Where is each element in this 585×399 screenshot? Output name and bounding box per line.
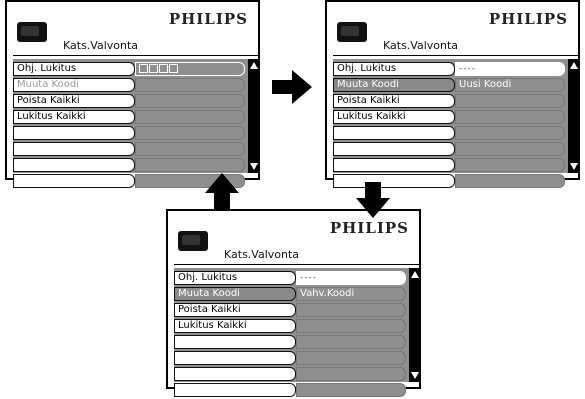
value-row bbox=[455, 174, 565, 188]
menu-item-empty bbox=[174, 367, 296, 381]
menu-item-empty bbox=[13, 158, 135, 172]
value-row bbox=[296, 319, 406, 333]
scrollbar[interactable] bbox=[568, 59, 580, 173]
menu-list: Ohj. Lukitus Muuta Koodi Poista Kaikki L… bbox=[13, 62, 135, 190]
tv-icon bbox=[17, 22, 47, 42]
menu-item-empty bbox=[333, 158, 455, 172]
value-row bbox=[455, 158, 565, 172]
menu-item-poista-kaikki[interactable]: Poista Kaikki bbox=[333, 94, 455, 108]
menu-item-muuta-koodi[interactable]: Muuta Koodi bbox=[333, 78, 455, 92]
brand-logo: PHILIPS bbox=[329, 219, 409, 237]
header-divider bbox=[13, 55, 258, 56]
menu-title: Kats.Valvonta bbox=[383, 39, 459, 52]
value-row bbox=[135, 158, 245, 172]
menu-item-ohj-lukitus[interactable]: Ohj. Lukitus bbox=[174, 271, 296, 285]
menu-list: Ohj. Lukitus Muuta Koodi Poista Kaikki L… bbox=[174, 271, 296, 399]
brand-logo: PHILIPS bbox=[168, 10, 248, 28]
code-entry-field[interactable]: ---- bbox=[296, 271, 406, 285]
menu-item-empty bbox=[333, 142, 455, 156]
tv-icon bbox=[178, 231, 208, 251]
screen-b: PHILIPS Kats.Valvonta Ohj. Lukitus Muuta… bbox=[325, 0, 580, 188]
value-row bbox=[296, 367, 406, 381]
value-list bbox=[135, 62, 245, 190]
menu-item-poista-kaikki[interactable]: Poista Kaikki bbox=[174, 303, 296, 317]
value-row bbox=[135, 94, 245, 108]
menu-item-muuta-koodi[interactable]: Muuta Koodi bbox=[13, 78, 135, 92]
tv-icon bbox=[337, 22, 367, 42]
value-row bbox=[455, 126, 565, 140]
value-row bbox=[455, 94, 565, 108]
brand-logo: PHILIPS bbox=[488, 10, 568, 28]
value-row bbox=[296, 303, 406, 317]
menu-item-ohj-lukitus[interactable]: Ohj. Lukitus bbox=[13, 62, 135, 76]
menu-item-ohj-lukitus[interactable]: Ohj. Lukitus bbox=[333, 62, 455, 76]
menu-item-muuta-koodi[interactable]: Muuta Koodi bbox=[174, 287, 296, 301]
menu-item-empty bbox=[333, 126, 455, 140]
menu-list: Ohj. Lukitus Muuta Koodi Poista Kaikki L… bbox=[333, 62, 455, 190]
value-row bbox=[135, 126, 245, 140]
scroll-down-icon[interactable] bbox=[411, 372, 419, 379]
scrollbar[interactable] bbox=[409, 268, 421, 382]
menu-item-lukitus-kaikki[interactable]: Lukitus Kaikki bbox=[174, 319, 296, 333]
menu-item-lukitus-kaikki[interactable]: Lukitus Kaikki bbox=[333, 110, 455, 124]
scroll-down-icon[interactable] bbox=[570, 163, 578, 170]
code-entry-field[interactable]: ---- bbox=[455, 62, 565, 76]
scrollbar[interactable] bbox=[248, 59, 260, 173]
value-row bbox=[135, 142, 245, 156]
value-row bbox=[296, 335, 406, 349]
value-row bbox=[135, 78, 245, 92]
menu-item-empty bbox=[333, 174, 455, 188]
menu-item-empty bbox=[174, 351, 296, 365]
value-row bbox=[296, 383, 406, 397]
header-divider bbox=[174, 264, 419, 265]
screen-c: PHILIPS Kats.Valvonta Ohj. Lukitus Muuta… bbox=[166, 209, 421, 397]
header-divider bbox=[333, 55, 578, 56]
code-entry-field[interactable] bbox=[135, 62, 245, 76]
scroll-up-icon[interactable] bbox=[250, 62, 258, 69]
menu-item-empty bbox=[174, 335, 296, 349]
menu-item-lukitus-kaikki[interactable]: Lukitus Kaikki bbox=[13, 110, 135, 124]
menu-item-empty bbox=[13, 142, 135, 156]
menu-item-empty bbox=[13, 126, 135, 140]
scroll-up-icon[interactable] bbox=[570, 62, 578, 69]
value-row bbox=[455, 142, 565, 156]
value-row bbox=[296, 351, 406, 365]
scroll-down-icon[interactable] bbox=[250, 163, 258, 170]
info-text: Vahv.Koodi bbox=[296, 287, 406, 301]
menu-item-empty bbox=[13, 174, 135, 188]
value-list: ---- Vahv.Koodi bbox=[296, 271, 406, 399]
menu-title: Kats.Valvonta bbox=[224, 248, 300, 261]
info-text: Uusi Koodi bbox=[455, 78, 565, 92]
scroll-up-icon[interactable] bbox=[411, 271, 419, 278]
menu-item-poista-kaikki[interactable]: Poista Kaikki bbox=[13, 94, 135, 108]
value-row bbox=[135, 110, 245, 124]
screen-a: PHILIPS Kats.Valvonta Ohj. Lukitus Muuta… bbox=[5, 0, 260, 188]
value-row bbox=[455, 110, 565, 124]
menu-title: Kats.Valvonta bbox=[63, 39, 139, 52]
menu-item-empty bbox=[174, 383, 296, 397]
value-list: ---- Uusi Koodi bbox=[455, 62, 565, 190]
